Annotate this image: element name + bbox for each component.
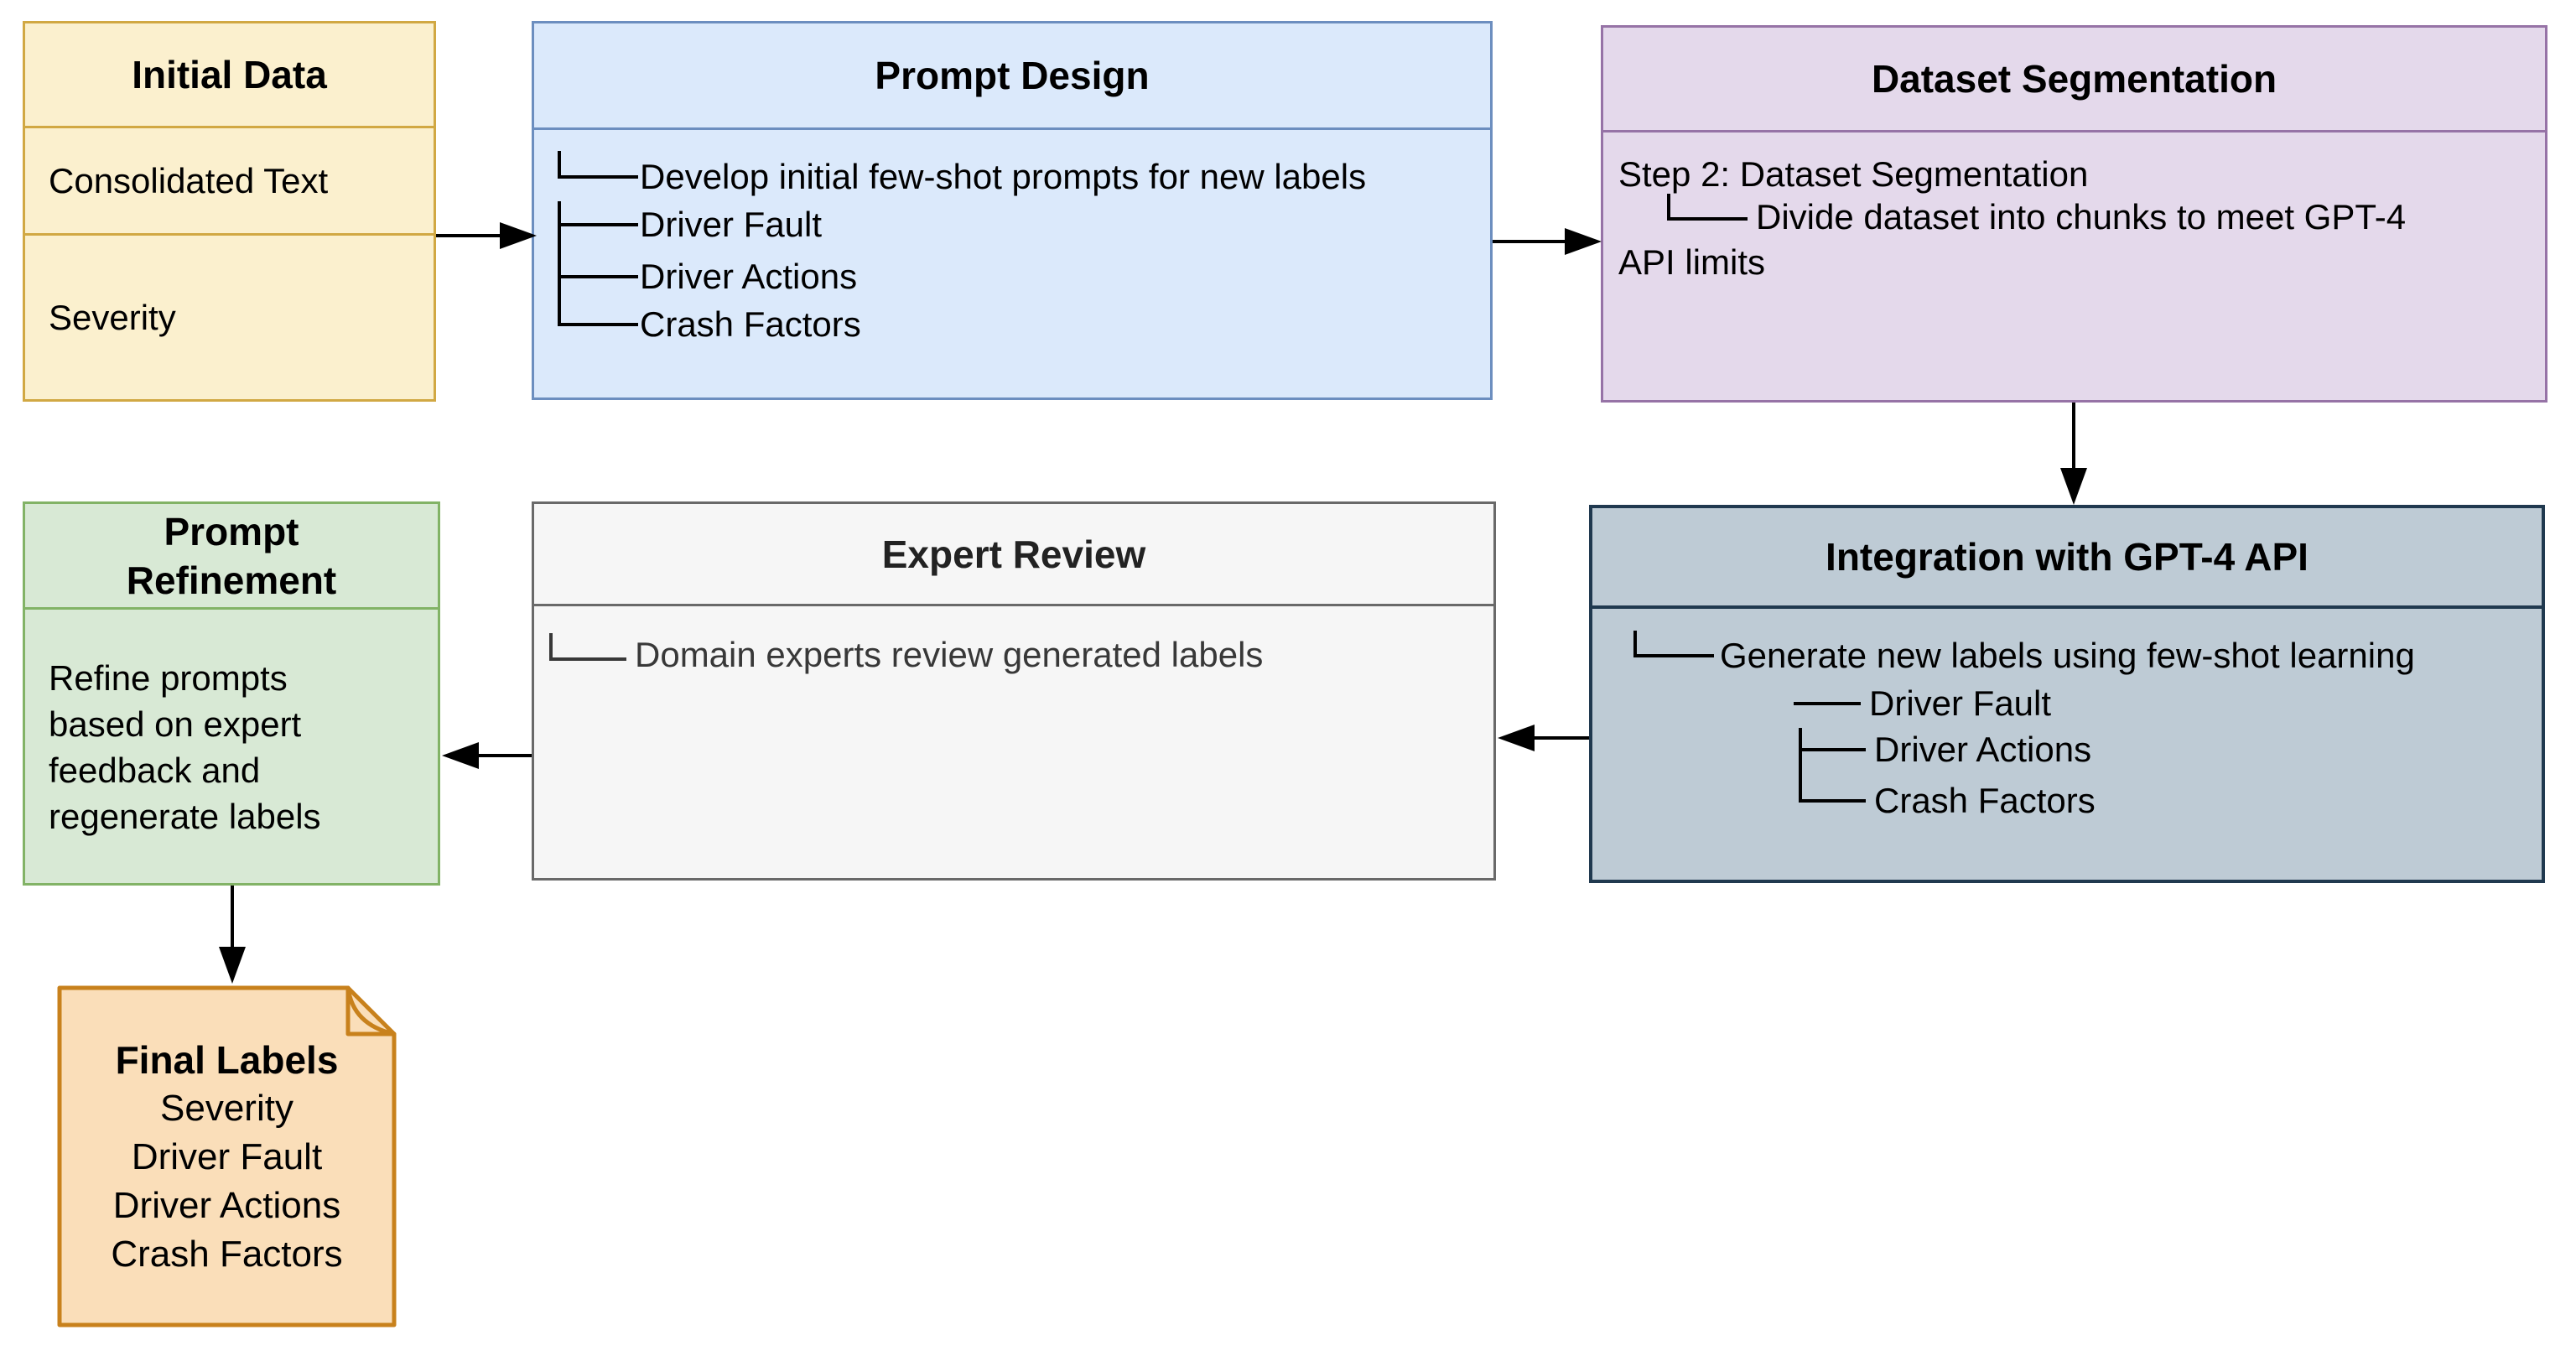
arrow-expert-to-refinement-line (477, 754, 532, 757)
tree-connector (1633, 631, 1637, 657)
tree-item: Driver Fault (1869, 683, 2052, 723)
prompt-design-box: Prompt Design Develop initial few-shot p… (532, 21, 1493, 400)
arrow-head (219, 947, 246, 984)
final-label-item: Driver Fault (131, 1136, 323, 1177)
arrow-head (2060, 468, 2087, 505)
arrow-head (1565, 228, 1602, 255)
divider (25, 126, 434, 128)
tree-connector (558, 223, 638, 226)
tree-item: Crash Factors (640, 304, 861, 344)
initial-data-row: Consolidated Text (49, 160, 329, 200)
divider (534, 127, 1490, 130)
wrapped-line: API limits (1618, 242, 1766, 282)
arrow-segmentation-to-integration-line (2072, 403, 2075, 471)
tree-connector (558, 201, 561, 326)
divider (25, 607, 438, 610)
tree-item: Driver Actions (640, 257, 858, 296)
integration-gpt4-title: Integration with GPT-4 API (1826, 535, 2309, 579)
dataset-segmentation-title: Dataset Segmentation (1871, 57, 2277, 101)
tree-connector (549, 657, 626, 661)
prompt-refinement-box: Prompt Refinement Refine prompts based o… (23, 501, 440, 886)
tree-connector (1633, 654, 1714, 657)
initial-data-box: Initial Data Consolidated Text Severity (23, 21, 436, 402)
tree-connector (1799, 799, 1866, 803)
divider (25, 233, 434, 236)
arrow-promptdesign-to-segmentation-line (1493, 240, 1568, 243)
prompt-refinement-title: Prompt Refinement (126, 509, 337, 602)
arrow-head (442, 742, 479, 769)
tree-item: Generate new labels using few-shot learn… (1720, 636, 2415, 675)
note-shape (57, 985, 397, 1327)
initial-data-row: Severity (49, 297, 176, 337)
arrow-initial-to-promptdesign-line (436, 234, 503, 237)
final-label-item: Crash Factors (111, 1234, 343, 1275)
arrow-head (1498, 725, 1535, 751)
tree-connector (1799, 728, 1802, 803)
final-label-item: Driver Actions (112, 1185, 341, 1226)
tree-connector (1799, 748, 1866, 751)
tree-connector (558, 175, 638, 179)
expert-review-box: Expert Review Domain experts review gene… (532, 501, 1496, 881)
arrow-head (500, 222, 537, 249)
prompt-refinement-body: Refine prompts based on expert feedback … (49, 658, 321, 836)
dataset-segmentation-box: Dataset Segmentation Step 2: Dataset Seg… (1601, 25, 2547, 403)
tree-item: Divide dataset into chunks to meet GPT-4 (1756, 197, 2407, 236)
divider (1603, 130, 2545, 132)
tree-connector (558, 275, 638, 278)
tree-connector (558, 323, 638, 326)
tree-connector (549, 633, 553, 661)
integration-gpt4-box: Integration with GPT-4 API Generate new … (1589, 505, 2545, 883)
initial-data-title: Initial Data (132, 53, 327, 96)
tree-connector (1794, 702, 1861, 705)
tree-item: Develop initial few-shot prompts for new… (640, 157, 1367, 196)
tree-item: Crash Factors (1874, 781, 2096, 820)
divider (534, 604, 1493, 606)
final-labels-list: Severity Driver Fault Driver Actions Cra… (57, 1084, 397, 1279)
final-labels-title: Final Labels (115, 1038, 339, 1082)
final-labels-note: Final Labels Severity Driver Fault Drive… (57, 985, 397, 1327)
arrow-integration-to-expert-line (1533, 736, 1589, 740)
expert-review-title: Expert Review (881, 532, 1146, 576)
prompt-design-title: Prompt Design (875, 54, 1150, 97)
tree-connector (1667, 217, 1748, 221)
tree-item: Domain experts review generated labels (635, 635, 1264, 674)
step-label: Step 2: Dataset Segmentation (1618, 154, 2089, 194)
divider (1592, 605, 2542, 609)
tree-item: Driver Actions (1874, 730, 2092, 769)
final-label-item: Severity (160, 1088, 293, 1129)
arrow-refinement-to-finallabels-line (231, 886, 234, 950)
tree-item: Driver Fault (640, 205, 823, 244)
tree-connector (558, 151, 561, 179)
tree-connector (1667, 194, 1670, 221)
